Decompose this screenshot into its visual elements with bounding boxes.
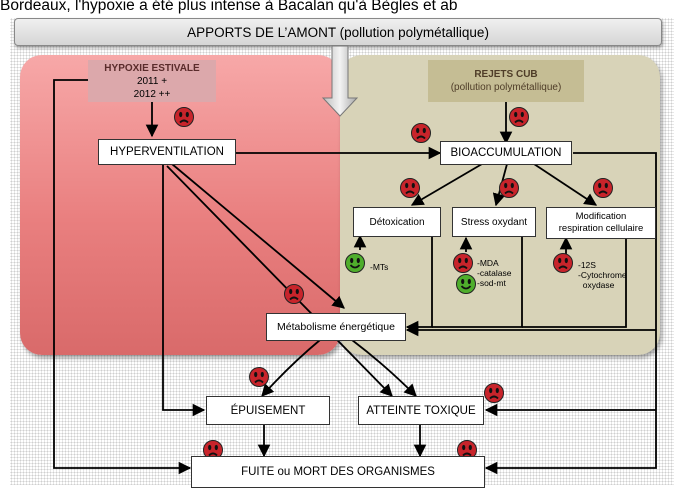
arrow-hyper-metabolisme (171, 163, 345, 309)
metabolisme-node: Métabolisme énergétique (266, 313, 406, 341)
sad-face-icon (509, 107, 529, 127)
atteinte-toxique-node: ATTEINTE TOXIQUE (358, 396, 484, 425)
rail-bioaccumulation-right (484, 152, 657, 475)
summer-hypoxia-2012: 2012 ++ (133, 88, 171, 100)
top-caption: Bordeaux, l'hypoxie a été plus intense à… (0, 0, 458, 14)
cub-discharges-subtitle: (pollution polymétallique) (450, 82, 562, 93)
modification-respiration-node: Modification respiration cellulaire (546, 207, 656, 239)
arrow-hyper-atteinte (166, 165, 393, 397)
arrow-metab-atteinte (351, 339, 417, 397)
epuisement-node: ÉPUISEMENT (206, 396, 330, 425)
detoxication-node: Détoxication (353, 207, 441, 237)
summer-hypoxia-title: HYPOXIE ESTIVALE (104, 62, 200, 74)
fuite-mort-node: FUITE ou MORT DES ORGANISMES (191, 456, 485, 488)
sad-face-icon (484, 383, 504, 403)
hypoxia-zone (20, 55, 340, 355)
respiration-markers-note: -12S -Cytochrome oxydase (578, 260, 627, 290)
sad-face-icon (553, 253, 573, 273)
sad-face-icon (174, 107, 194, 127)
arrow-bio-modif (533, 163, 598, 206)
summer-hypoxia-2011: 2011 + (136, 75, 168, 87)
sad-face-icon (400, 178, 420, 198)
sad-face-icon (499, 178, 519, 198)
stress-markers-note: -MDA -catalase -sod-mt (477, 258, 512, 288)
cub-discharges-title: REJETS CUB (474, 69, 538, 80)
hyperventilation-node: HYPERVENTILATION (98, 139, 236, 165)
summer-hypoxia-label: HYPOXIE ESTIVALE 2011 + 2012 ++ (88, 60, 216, 102)
stress-oxydant-node: Stress oxydant (452, 207, 536, 237)
arrow-detox-metabolisme (405, 237, 433, 334)
sad-face-icon (593, 178, 613, 198)
upstream-down-arrow (321, 45, 359, 117)
rail-modif (522, 237, 627, 328)
sad-face-icon (453, 253, 473, 273)
happy-face-icon (456, 274, 476, 294)
mts-note: -MTs (370, 262, 389, 272)
sad-face-icon (284, 284, 304, 304)
arrow-metab-epuisement (261, 339, 321, 397)
sad-face-icon (411, 123, 431, 143)
cub-discharges-label: REJETS CUB (pollution polymétallique) (428, 60, 584, 102)
happy-face-icon (345, 253, 365, 273)
arrow-bio-detox (410, 163, 483, 206)
arrow-hyper-epuisement (162, 164, 206, 417)
sad-face-icon (457, 440, 477, 460)
bioaccumulation-node: BIOACCUMULATION (440, 141, 572, 165)
sad-face-icon (249, 367, 269, 387)
arrow-hypoxia-fuite (53, 79, 192, 475)
